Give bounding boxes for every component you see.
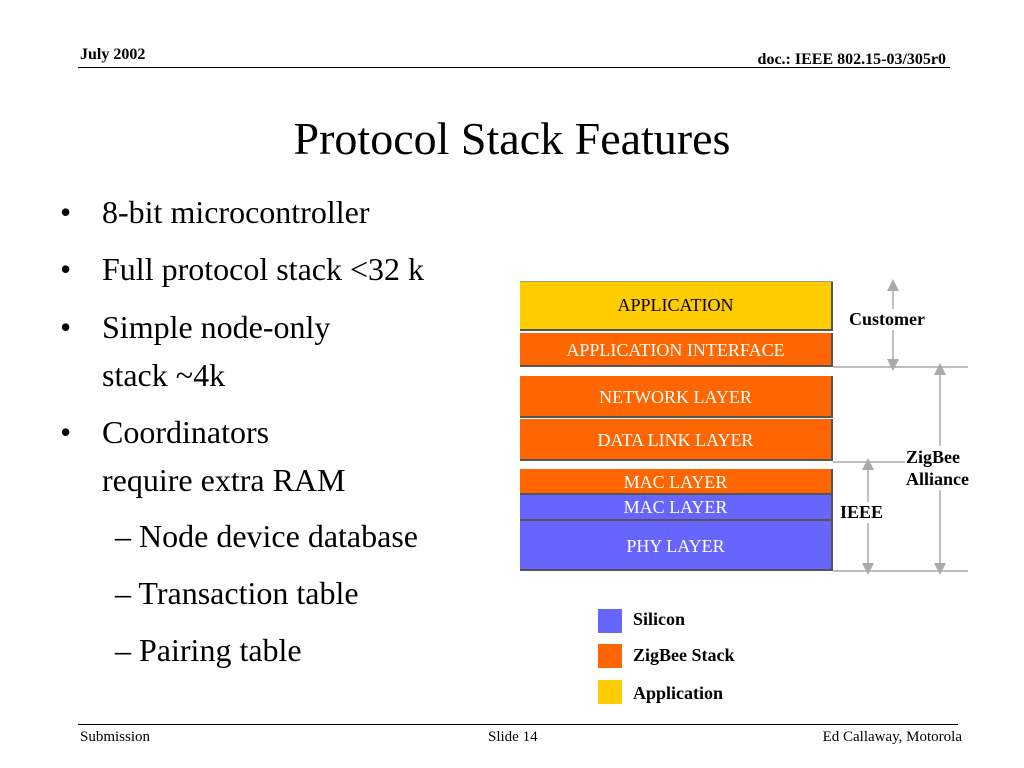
bullet-text-continued: stack ~4k xyxy=(102,357,226,393)
layer-phy: PHY LAYER xyxy=(520,521,833,571)
header-rule xyxy=(78,67,950,68)
footer-submission: Submission xyxy=(80,729,151,745)
footer-author: Ed Callaway, Motorola xyxy=(822,729,962,745)
legend-swatch-application xyxy=(598,680,622,704)
sub-bullet-item: – Node device database xyxy=(115,518,418,554)
sub-bullet-item: – Pairing table xyxy=(115,632,302,668)
layer-mac-zigbee: MAC LAYER xyxy=(520,469,833,495)
bullet-text-continued: require extra RAM xyxy=(102,462,346,498)
bullet-dot: • xyxy=(60,251,72,287)
bracket-label-zigbee-line2: Alliance xyxy=(906,469,969,489)
bullet-text: Simple node-only xyxy=(102,309,331,345)
layer-application-interface: APPLICATION INTERFACE xyxy=(520,333,833,367)
stack-outline xyxy=(520,281,833,282)
layer-data-link: DATA LINK LAYER xyxy=(520,419,833,461)
bullet-dot: • xyxy=(60,194,72,230)
bullet-dot: • xyxy=(60,414,72,450)
layer-application: APPLICATION xyxy=(520,282,833,331)
footer-slide-number: Slide 14 xyxy=(488,729,538,745)
sub-bullet-item: – Transaction table xyxy=(115,575,359,611)
footer-rule xyxy=(78,724,958,725)
legend-swatch-zigbee-stack xyxy=(598,644,622,668)
bullet-text: Full protocol stack <32 k xyxy=(102,251,425,287)
bullet-text: 8-bit microcontroller xyxy=(102,194,370,230)
bracket-label-customer: Customer xyxy=(849,309,925,330)
bullet-dot: • xyxy=(60,309,72,345)
header-doc-id: doc.: IEEE 802.15-03/305r0 xyxy=(757,51,946,68)
legend-label-application: Application xyxy=(633,683,724,703)
layer-network: NETWORK LAYER xyxy=(520,376,833,418)
bracket-label-zigbee-alliance: ZigBee Alliance xyxy=(906,446,969,490)
legend-swatch-silicon xyxy=(598,609,622,633)
header-date: July 2002 xyxy=(80,46,146,63)
bullet-text: Coordinators xyxy=(102,414,270,450)
legend-label-silicon: Silicon xyxy=(633,609,686,629)
legend-label-zigbee-stack: ZigBee Stack xyxy=(633,645,735,665)
bracket-label-zigbee-line1: ZigBee xyxy=(906,447,960,467)
slide-title: Protocol Stack Features xyxy=(293,113,731,164)
layer-mac-silicon: MAC LAYER xyxy=(520,495,833,521)
bracket-label-ieee: IEEE xyxy=(840,502,884,523)
